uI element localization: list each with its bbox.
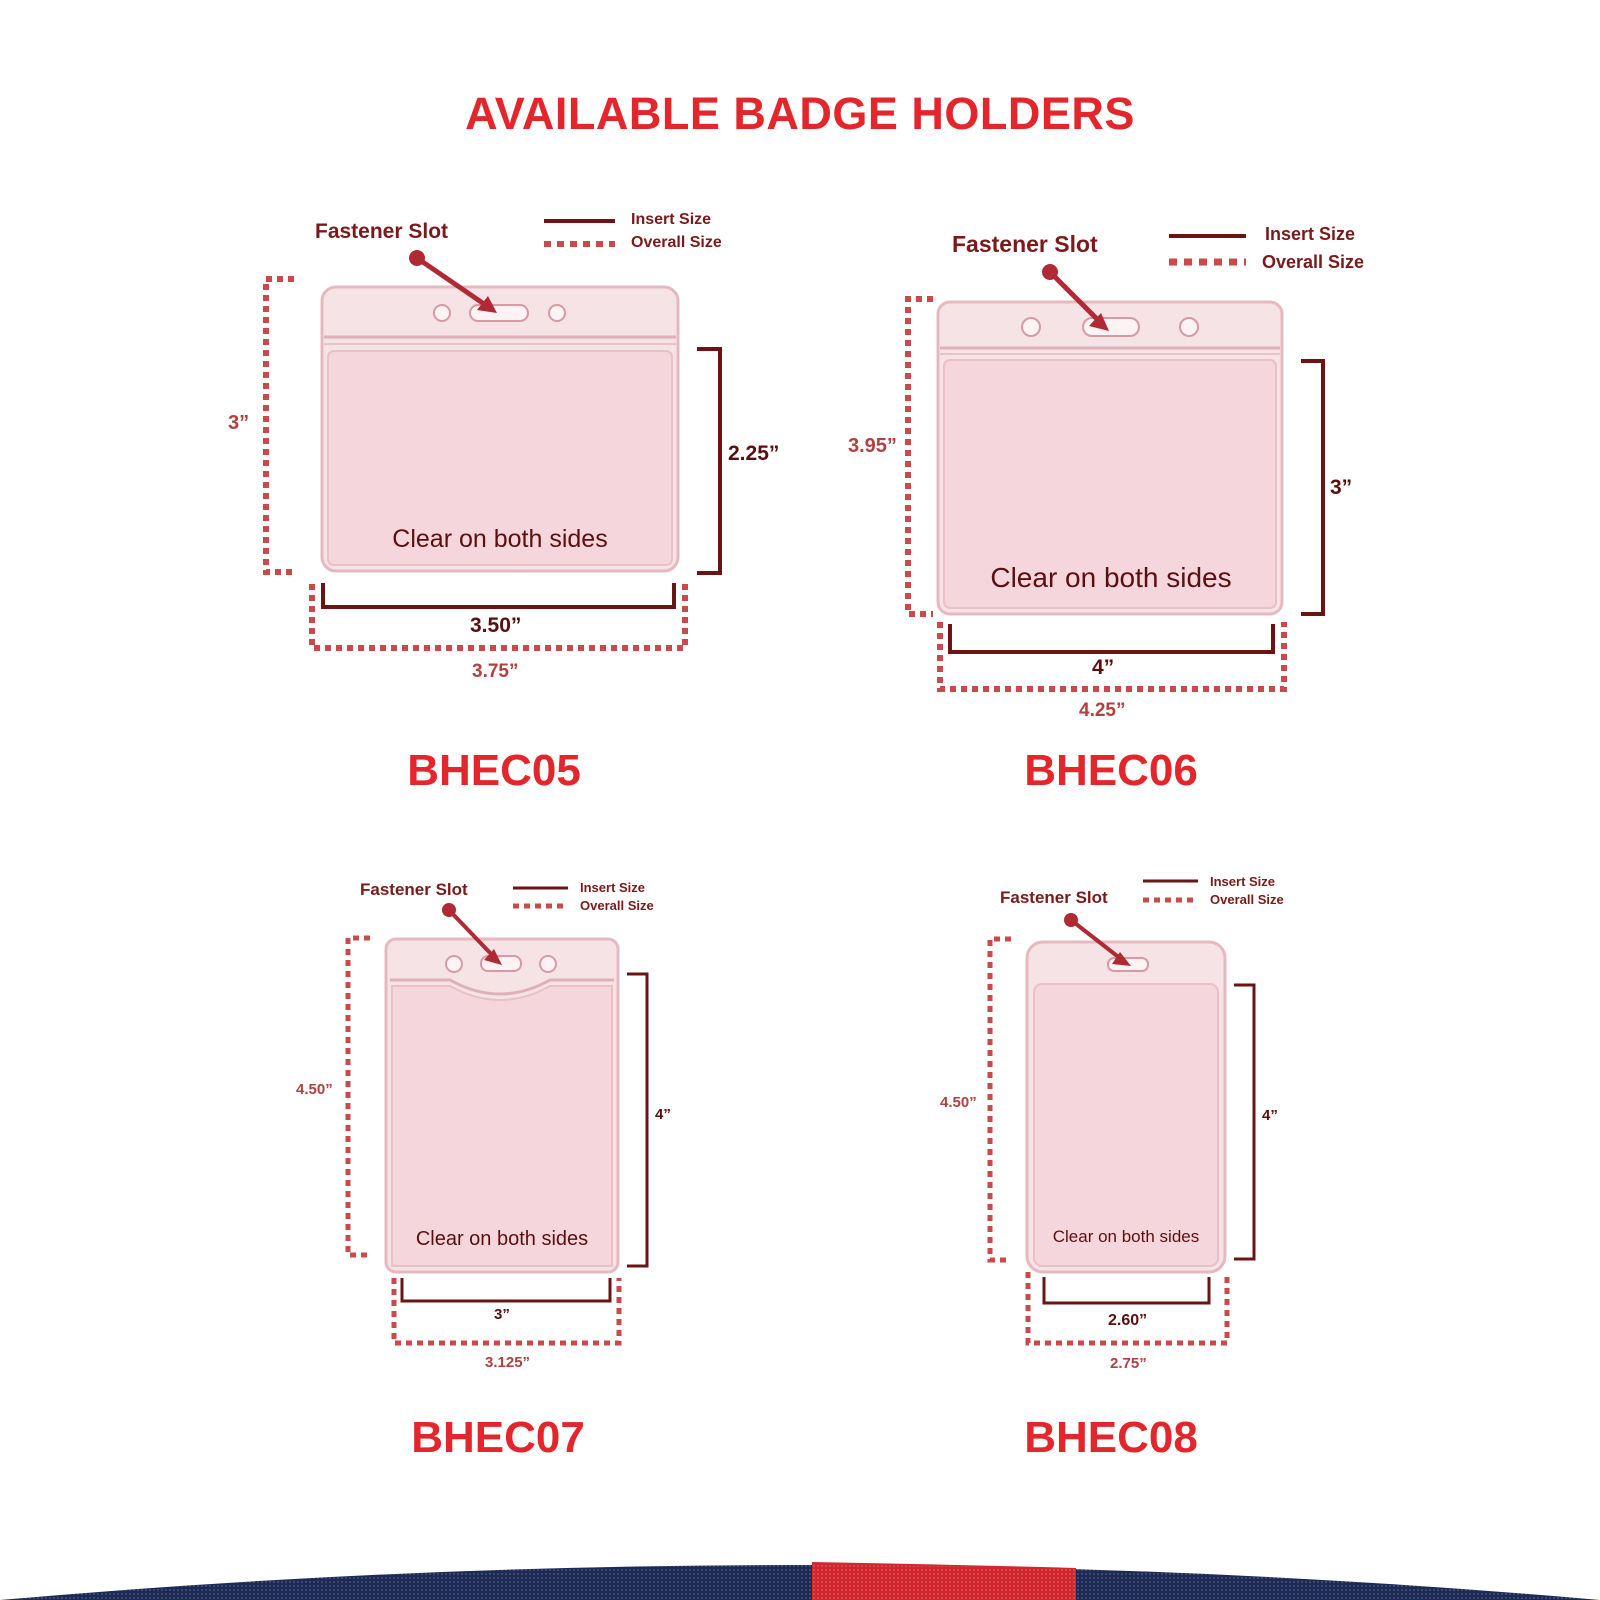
bhec08-diagram bbox=[987, 879, 1256, 1346]
fastener-slot-label: Fastener Slot bbox=[1000, 888, 1108, 907]
insert-height-label: 2.25” bbox=[728, 442, 780, 465]
model-name: BHEC05 bbox=[407, 746, 581, 795]
insert-width-label: 3.50” bbox=[470, 614, 522, 637]
model-name: BHEC06 bbox=[1024, 746, 1198, 795]
overall-height-label: 3.95” bbox=[848, 435, 897, 457]
fastener-slot-label: Fastener Slot bbox=[952, 231, 1098, 257]
insert-width-label: 3” bbox=[494, 1306, 510, 1323]
legend-insert-label: Insert Size bbox=[1210, 874, 1276, 889]
fastener-arrow bbox=[1048, 270, 1102, 324]
insert-height-label: 4” bbox=[1262, 1107, 1278, 1124]
legend-insert-label: Insert Size bbox=[1265, 224, 1356, 244]
bhec05-diagram bbox=[263, 219, 722, 651]
punch-hole bbox=[445, 955, 463, 973]
legend-insert-label: Insert Size bbox=[631, 211, 712, 228]
legend-insert-label: Insert Size bbox=[580, 880, 646, 895]
legend-overall-label: Overall Size bbox=[1262, 252, 1365, 272]
overall-width-label: 3.125” bbox=[485, 1354, 531, 1371]
fastener-arrow bbox=[415, 255, 489, 309]
clear-both-sides-text: Clear on both sides bbox=[1052, 1227, 1200, 1246]
punch-hole bbox=[1021, 317, 1041, 337]
insert-width-label: 2.60” bbox=[1108, 1312, 1148, 1329]
overall-width-label: 4.25” bbox=[1079, 700, 1126, 721]
punch-hole bbox=[1179, 317, 1199, 337]
fastener-arrow bbox=[447, 908, 496, 959]
footer-band bbox=[0, 1562, 1600, 1600]
page-title: AVAILABLE BADGE HOLDERS bbox=[465, 88, 1135, 139]
bhec07-diagram bbox=[345, 886, 649, 1346]
clear-both-sides-text: Clear on both sides bbox=[990, 562, 1232, 593]
punch-hole bbox=[548, 304, 566, 322]
overall-width-label: 2.75” bbox=[1110, 1355, 1147, 1372]
overall-height-label: 4.50” bbox=[940, 1094, 977, 1111]
model-name: BHEC07 bbox=[411, 1413, 585, 1462]
bhec06-diagram bbox=[905, 234, 1325, 692]
clear-both-sides-text: Clear on both sides bbox=[415, 1228, 589, 1250]
fastener-slot-label: Fastener Slot bbox=[360, 880, 468, 899]
insert-width-label: 4” bbox=[1092, 656, 1115, 679]
overall-height-label: 3” bbox=[228, 412, 250, 434]
overall-width-label: 3.75” bbox=[472, 661, 519, 682]
legend-overall-label: Overall Size bbox=[1210, 892, 1284, 907]
insert-height-label: 3” bbox=[1330, 476, 1353, 499]
overall-height-label: 4.50” bbox=[296, 1081, 333, 1098]
insert-height-label: 4” bbox=[655, 1106, 671, 1123]
punch-hole bbox=[539, 955, 557, 973]
punch-hole bbox=[433, 304, 451, 322]
legend-overall-label: Overall Size bbox=[580, 898, 654, 913]
fastener-slot-label: Fastener Slot bbox=[315, 220, 449, 243]
clear-both-sides-text: Clear on both sides bbox=[392, 525, 608, 553]
fastener-arrow bbox=[1069, 918, 1123, 961]
model-name: BHEC08 bbox=[1024, 1413, 1198, 1462]
legend-overall-label: Overall Size bbox=[631, 234, 722, 251]
